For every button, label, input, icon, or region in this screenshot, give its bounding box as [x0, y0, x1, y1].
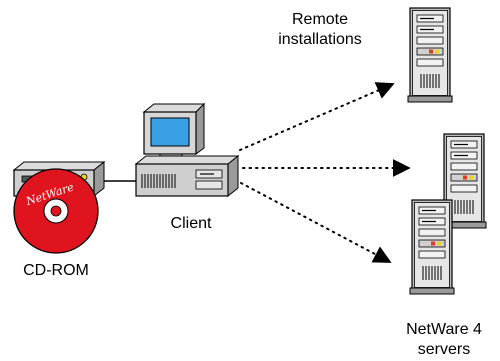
servers-label-line2: servers: [417, 341, 471, 358]
server-tower-icon: [407, 7, 453, 103]
client-computer-icon: [134, 102, 240, 198]
servers-label-line1: NetWare 4: [406, 321, 482, 338]
arrow-remote-top: [239, 82, 395, 151]
cd-rom-label: CD-ROM: [23, 262, 89, 279]
client-label: Client: [170, 215, 212, 232]
remote-label-line1: Remote: [291, 11, 349, 28]
remote-label-line2: installations: [278, 31, 362, 48]
connections: [102, 82, 411, 263]
netware-cd-icon: NetWare: [13, 168, 99, 254]
arrow-netware-2: [240, 182, 392, 263]
remote-installations-label: Remote installations: [255, 10, 385, 50]
server-tower-icon: [409, 199, 455, 295]
netware-servers-label: NetWare 4 servers: [388, 320, 500, 360]
